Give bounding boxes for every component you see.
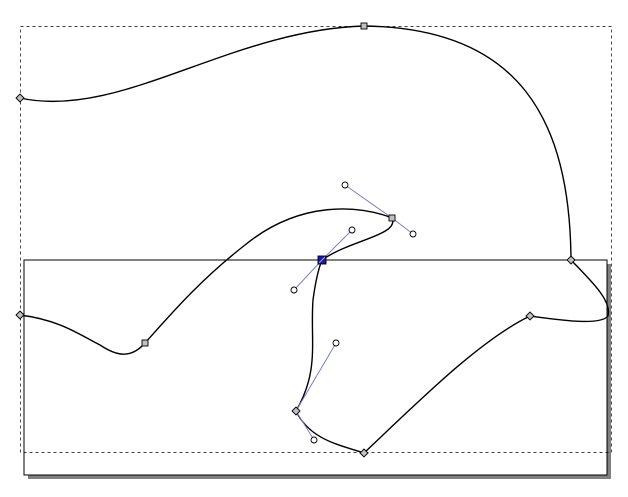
handle-line-b [391, 217, 414, 235]
square-node-icon[interactable] [141, 339, 149, 347]
bezier-path[interactable] [19, 25, 610, 454]
circle-handle-icon[interactable] [409, 230, 417, 238]
diamond-node-icon[interactable] [15, 310, 25, 320]
handle-line-c [321, 229, 353, 261]
cusp-nodes[interactable] [15, 93, 576, 458]
circle-handle-icon[interactable] [348, 226, 356, 234]
handle-line-f [295, 410, 315, 441]
handle-line-d [293, 259, 323, 291]
handle-lines [293, 184, 414, 441]
smooth-nodes[interactable] [141, 22, 396, 347]
square-node-icon[interactable] [388, 214, 396, 222]
diamond-node-icon[interactable] [15, 93, 25, 103]
square-node-icon[interactable] [360, 22, 368, 30]
circle-handle-icon[interactable] [310, 436, 318, 444]
circle-handle-icon[interactable] [332, 339, 340, 347]
selection-bounding-box [20, 26, 612, 453]
selected-node[interactable] [317, 255, 327, 265]
diamond-node-icon[interactable] [359, 448, 369, 458]
handle-line-e [295, 342, 337, 412]
selected-node-mark [318, 256, 326, 264]
diamond-node-icon[interactable] [291, 406, 301, 416]
circle-handle-icon[interactable] [290, 286, 298, 294]
diamond-node-icon[interactable] [525, 311, 535, 321]
circle-handle-icon[interactable] [341, 181, 349, 189]
diamond-node-icon[interactable] [566, 255, 576, 265]
handle-line-a [344, 184, 393, 219]
control-handles[interactable] [290, 181, 417, 444]
